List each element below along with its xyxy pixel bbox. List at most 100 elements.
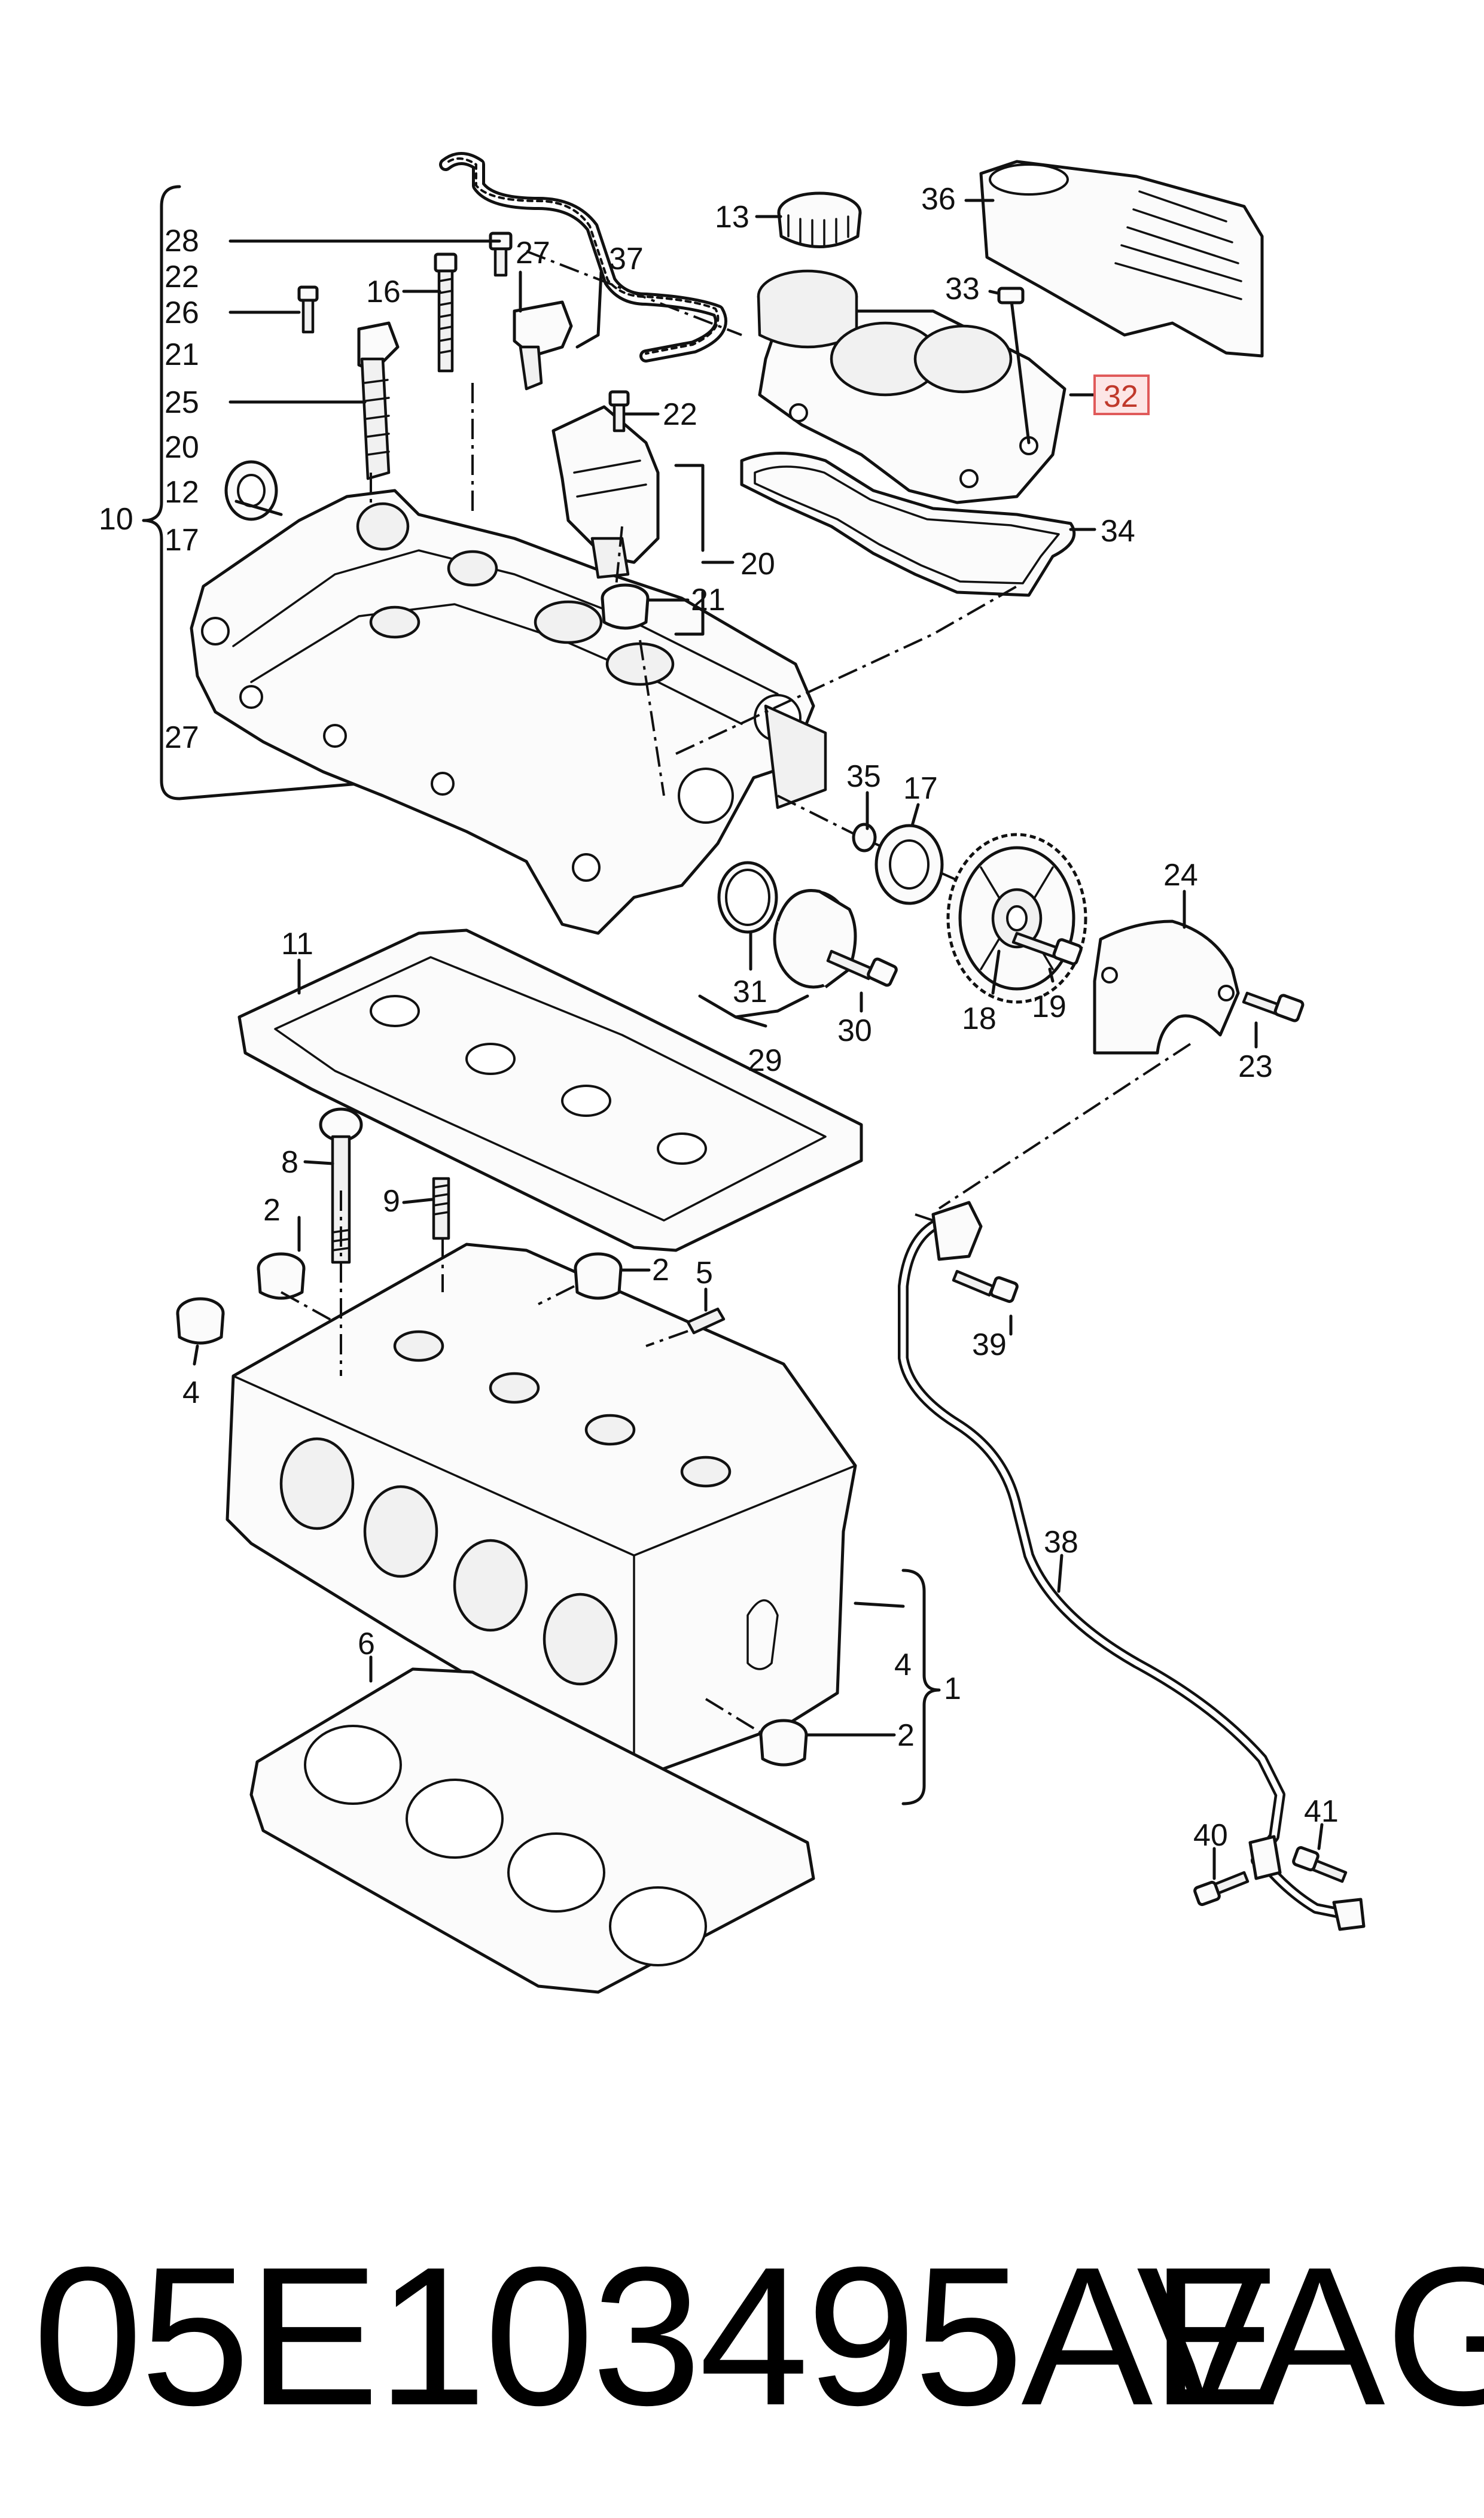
gear-part-18 — [946, 833, 1087, 1004]
callout-19: 19 — [1032, 989, 1066, 1024]
callout-28: 28 — [164, 224, 199, 258]
callout-12: 12 — [164, 475, 199, 510]
bolt-part-26 — [297, 285, 319, 334]
bolt-part-39 — [952, 1269, 1019, 1303]
axis-line — [538, 1285, 575, 1305]
highlight-box-32 — [1093, 374, 1150, 415]
callout-9: 9 — [383, 1184, 400, 1219]
seal-part-17 — [874, 824, 944, 905]
camshaft-adjuster-solenoid-part-25 — [357, 321, 400, 480]
head-gasket-part-6 — [249, 1667, 815, 1994]
leader-12 — [234, 500, 283, 516]
axis-line — [645, 1330, 688, 1347]
oil-cap-part-13 — [777, 191, 862, 248]
bolt-part-41 — [1292, 1846, 1348, 1883]
leader-38 — [1057, 1554, 1064, 1593]
callout-36: 36 — [921, 182, 956, 217]
bolt-part-30 — [826, 949, 898, 987]
callout-20-right: 20 — [741, 547, 775, 581]
callout-30: 30 — [837, 1013, 872, 1048]
axis-line — [281, 1291, 336, 1323]
bracket-29 — [698, 994, 809, 1028]
callout-18: 18 — [962, 1001, 997, 1036]
leader-27-bottom — [178, 782, 361, 800]
callout-35: 35 — [846, 759, 881, 794]
gasket-part-34 — [740, 452, 1076, 597]
cup-plug-part-2 — [257, 1252, 306, 1300]
dowel-pin-part-5 — [686, 1307, 726, 1335]
leader-37 — [575, 270, 603, 349]
axis-line — [938, 1043, 1192, 1210]
seal-part-35 — [852, 823, 877, 852]
callout-25: 25 — [164, 385, 199, 420]
valve-cover-part-32 — [757, 269, 1066, 504]
callout-13: 13 — [715, 200, 749, 235]
leader-4-left — [193, 1344, 199, 1366]
callout-16: 16 — [366, 275, 401, 309]
stud-part-9 — [432, 1177, 450, 1240]
callout-20: 20 — [164, 430, 199, 465]
leader-bracket-1 — [854, 1601, 905, 1608]
callout-33: 33 — [945, 272, 980, 306]
callout-27-left: 27 — [164, 720, 199, 755]
callout-6: 6 — [358, 1627, 375, 1661]
bracket-lower-right — [901, 1569, 941, 1805]
callout-2-left: 2 — [263, 1193, 281, 1228]
callout-32-highlighted: 32 — [1104, 379, 1138, 414]
callout-17-left: 17 — [164, 523, 199, 558]
head-cover-gasket-part-11 — [237, 928, 863, 1252]
bracket-left-upper — [142, 185, 181, 800]
timing-cover-part-24 — [1093, 919, 1240, 1055]
callout-11: 11 — [281, 927, 313, 961]
callout-labels: 28 22 26 21 25 20 12 10 17 27 16 27 37 2… — [99, 182, 1339, 1853]
bolt-part-16 — [434, 252, 458, 373]
callout-27-top: 27 — [516, 236, 550, 270]
leader-8 — [303, 1160, 334, 1165]
callout-4-right: 4 — [894, 1648, 912, 1682]
bolt-part-40 — [1193, 1871, 1250, 1907]
cap-part-29 — [773, 889, 857, 989]
camshaft-housing-part-10 — [190, 489, 827, 935]
o-ring-part-31 — [717, 861, 778, 934]
callout-10: 10 — [99, 502, 133, 537]
diagram-canvas: 28 22 26 21 25 20 12 10 17 27 16 27 37 2… — [99, 152, 1366, 1994]
callout-38: 38 — [1044, 1525, 1078, 1560]
callout-23: 23 — [1238, 1049, 1273, 1084]
callout-5: 5 — [696, 1256, 713, 1290]
callout-4-left: 4 — [182, 1375, 200, 1410]
leader-9 — [402, 1198, 434, 1204]
callout-31: 31 — [733, 975, 767, 1009]
axis-line — [915, 1213, 934, 1222]
cup-plug-part-4 — [176, 1297, 225, 1345]
callout-1: 1 — [944, 1671, 961, 1706]
axis-line — [615, 526, 623, 587]
leader-41 — [1317, 1823, 1324, 1850]
brand-name: VAG — [1136, 2225, 1484, 2446]
ignition-coil-part-20 — [551, 405, 660, 579]
bolt-part-23 — [1242, 991, 1305, 1022]
bolt-part-22 — [608, 390, 630, 433]
axis-line — [705, 1698, 761, 1733]
callout-21-right: 21 — [691, 583, 726, 617]
leader-18 — [991, 949, 1001, 995]
oil-pipe-part-38 — [898, 1201, 1366, 1931]
callout-22-right: 22 — [663, 397, 697, 432]
cup-plug-part-2-right — [574, 1252, 623, 1300]
axis-line — [639, 640, 665, 796]
callout-40: 40 — [1193, 1818, 1228, 1853]
leader-17 — [910, 803, 920, 827]
callout-2-mid: 2 — [652, 1253, 669, 1287]
callout-29: 29 — [748, 1043, 782, 1078]
bolt-part-33 — [997, 287, 1025, 305]
callout-2-lower: 2 — [897, 1718, 915, 1753]
callout-41: 41 — [1304, 1794, 1339, 1829]
callout-34: 34 — [1101, 514, 1135, 549]
hose-part-37 — [439, 152, 727, 363]
engine-cover-part-36 — [979, 160, 1264, 358]
callout-17-right: 17 — [903, 771, 938, 806]
callout-8: 8 — [281, 1145, 298, 1180]
bolt-part-19 — [1011, 931, 1083, 966]
bracket-20 — [674, 464, 705, 636]
callout-26: 26 — [164, 296, 199, 330]
